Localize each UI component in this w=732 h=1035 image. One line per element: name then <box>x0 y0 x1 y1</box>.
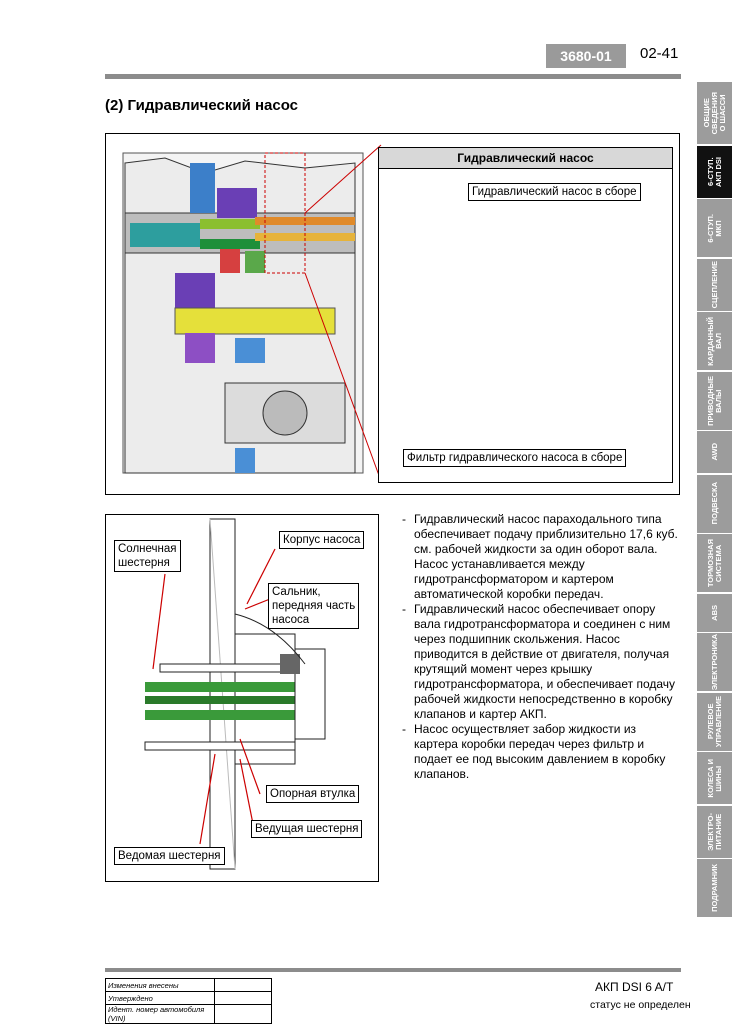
side-tab[interactable]: ОБЩИЕ СВЕДЕНИЯ О ШАССИ <box>697 82 732 144</box>
pump-detail-panel <box>378 147 673 483</box>
document-code-badge: 3680-01 <box>546 44 626 68</box>
model-name: АКП DSI 6 A/T <box>595 980 674 994</box>
side-tab[interactable]: ТОРМОЗНАЯ СИСТЕМА <box>697 534 732 592</box>
side-tab-label: AWD <box>709 443 719 461</box>
label-driven-gear: Ведомая шестерня <box>114 847 225 865</box>
pump-detail-panel-title: Гидравлический насос <box>379 148 672 169</box>
figure-pump-cross-section: Солнечная шестерня Корпус насоса Сальник… <box>105 514 379 882</box>
side-tab-label: ABS <box>709 604 719 621</box>
revision-row-label: Идент. номер автомобиля (VIN) <box>105 1004 215 1024</box>
side-tab[interactable]: КАРДАННЫЙ ВАЛ <box>697 312 732 370</box>
side-tab-label: КАРДАННЫЙ ВАЛ <box>705 316 723 366</box>
side-tab-label: РУЛЕВОЕ УПРАВЛЕНИЕ <box>705 695 723 748</box>
side-tab-label: ЭЛЕКТРОНИКА <box>709 633 719 691</box>
label-sun-gear: Солнечная шестерня <box>114 540 181 572</box>
list-item: Насос осуществляет забор жидкости из кар… <box>400 722 682 782</box>
side-tab[interactable]: ПОДРАМНИК <box>697 859 732 917</box>
label-filter-assembly: Фильтр гидравлического насоса в сборе <box>403 449 627 467</box>
side-tab[interactable]: РУЛЕВОЕ УПРАВЛЕНИЕ <box>697 692 732 751</box>
label-drive-gear: Ведущая шестерня <box>251 820 363 838</box>
side-tab-label: ПОДРАМНИК <box>709 864 719 912</box>
side-tab-label: ЭЛЕКТРО- ПИТАНИЕ <box>705 812 723 851</box>
side-tab[interactable]: ПРИВОДНЫЕ ВАЛЫ <box>697 371 732 430</box>
side-tab[interactable]: 6-СТУП. МКП <box>697 199 732 257</box>
side-tab[interactable]: ABS <box>697 593 732 632</box>
figure-pump-location: Гидравлический насос Гидравлический насо… <box>105 133 680 495</box>
side-tab-label: ПОДВЕСКА <box>709 482 719 525</box>
side-tab-label: КОЛЕСА И ШИНЫ <box>705 758 723 798</box>
label-pump-body: Корпус насоса <box>279 531 365 549</box>
side-tab[interactable]: ЭЛЕКТРОНИКА <box>697 633 732 691</box>
side-tab-label: СЦЕПЛЕНИЕ <box>709 260 719 309</box>
label-pump-seal: Сальник, передняя часть насоса <box>268 583 360 629</box>
side-tab[interactable]: СЦЕПЛЕНИЕ <box>697 258 732 311</box>
footer-divider <box>105 968 681 972</box>
side-tab[interactable]: AWD <box>697 431 732 473</box>
revision-row-label: Утверждено <box>105 991 215 1005</box>
revision-row-label: Изменения внесены <box>105 978 215 992</box>
list-item: Гидравлический насос обеспечивает опору … <box>400 602 682 722</box>
side-tab-label: 6-СТУП. МКП <box>705 213 723 243</box>
label-pump-assembly: Гидравлический насос в сборе <box>468 183 641 201</box>
list-item: Гидравлический насос параходального типа… <box>400 512 682 602</box>
pump-cross-section-illustration <box>144 518 326 870</box>
side-tab-label: ПРИВОДНЫЕ ВАЛЫ <box>705 375 723 426</box>
side-tab[interactable]: ПОДВЕСКА <box>697 474 732 533</box>
side-tab[interactable]: ЭЛЕКТРО- ПИТАНИЕ <box>697 805 732 858</box>
header-divider <box>105 74 681 79</box>
side-tab-label: 6-СТУП. АКП DSI <box>705 156 723 187</box>
label-support-bushing: Опорная втулка <box>266 785 360 803</box>
side-tab-label: ОБЩИЕ СВЕДЕНИЯ О ШАССИ <box>701 91 727 135</box>
section-title: (2) Гидравлический насос <box>105 97 299 114</box>
side-tab-label: ТОРМОЗНАЯ СИСТЕМА <box>705 538 723 588</box>
side-tab[interactable]: КОЛЕСА И ШИНЫ <box>697 752 732 804</box>
pump-description-list: Гидравлический насос параходального типа… <box>400 512 682 782</box>
page-number: 02-41 <box>640 45 679 62</box>
side-tab[interactable]: 6-СТУП. АКП DSI <box>697 145 732 198</box>
revision-table: Изменения внесены Утверждено Идент. номе… <box>105 978 272 1024</box>
document-status: статус не определен <box>590 999 691 1011</box>
